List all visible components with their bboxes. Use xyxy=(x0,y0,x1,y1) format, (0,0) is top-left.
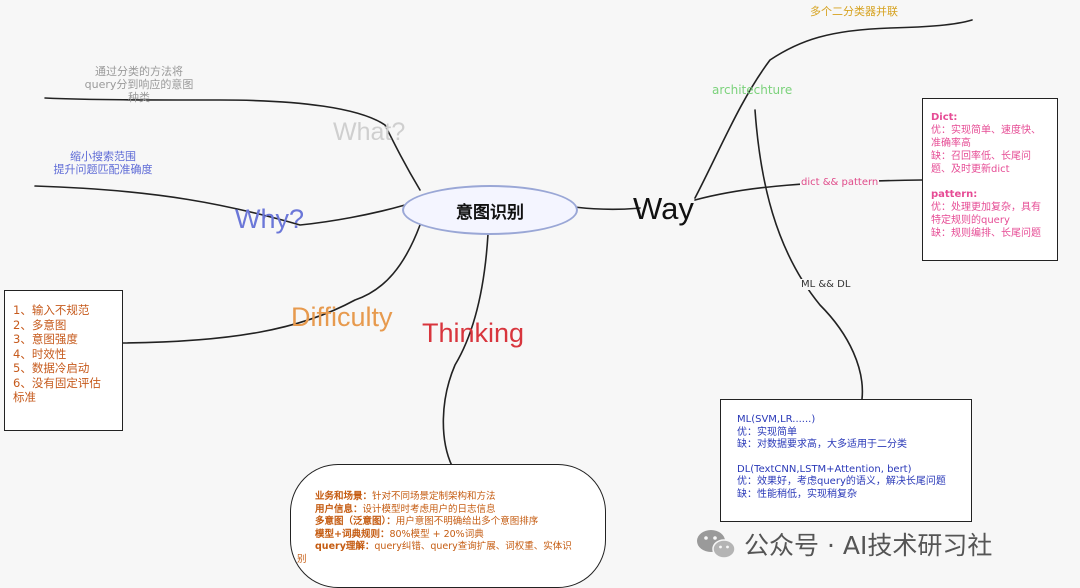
branch-difficulty: Difficulty xyxy=(291,302,393,332)
thinking-item: query理解：query纠错、query查询扩展、词权重、实体识 xyxy=(315,541,595,554)
ml-line: ML(SVM,LR......) xyxy=(737,414,816,425)
thinking-item-value: query纠错、query查询扩展、词权重、实体识 xyxy=(374,541,572,552)
thinking-item-value: 针对不同场景定制架构和方法 xyxy=(372,491,496,502)
what-note-line: query分到响应的意图 xyxy=(84,78,194,91)
line-thinking xyxy=(442,233,489,467)
why-note: 缩小搜索范围 提升问题匹配准确度 xyxy=(38,150,168,176)
thinking-item: 业务和场景：针对不同场景定制架构和方法 xyxy=(315,491,595,504)
what-note-line: 通过分类的方法将 xyxy=(95,65,183,78)
dict-pattern-box: Dict: 优：实现简单、速度快、 准确率高 缺：召回率低、长尾问 题、及时更新… xyxy=(922,98,1058,261)
difficulty-item: 1、输入不规范 xyxy=(13,303,90,317)
branch-thinking: Thinking xyxy=(422,318,525,348)
dict-line: 优：实现简单、速度快、 xyxy=(931,125,1041,136)
ml-line: 缺：对数据要求高，大多适用于二分类 xyxy=(737,439,907,450)
thinking-item-value: 用户意图不明确给出多个意图排序 xyxy=(395,516,539,527)
dl-line: 缺：性能稍低，实现稍复杂 xyxy=(737,488,857,500)
thinking-item: 别 xyxy=(297,554,595,567)
pattern-line: 特定规则的query xyxy=(931,215,1010,226)
difficulty-item: 标准 xyxy=(13,390,36,404)
central-topic-label: 意图识别 xyxy=(456,202,524,223)
line-ml xyxy=(754,109,864,400)
why-note-line: 提升问题匹配准确度 xyxy=(53,163,153,176)
difficulty-item: 5、数据冷启动 xyxy=(13,361,90,375)
wechat-icon xyxy=(694,526,740,562)
architecture-label: architechture xyxy=(712,83,793,97)
pattern-line: 优：处理更加复杂，具有 xyxy=(931,202,1041,213)
central-topic-node: 意图识别 xyxy=(402,185,578,235)
difficulty-item: 2、多意图 xyxy=(13,317,67,332)
what-note: 通过分类的方法将 query分到响应的意图 种类 xyxy=(74,65,204,104)
thinking-item-key: 多意图（泛意图）： xyxy=(315,516,396,527)
line-difficulty xyxy=(122,224,421,344)
ml-line: 优：实现简单 xyxy=(737,426,797,438)
line-way xyxy=(573,206,641,211)
watermark-text: 公众号 · AI技术研习社 xyxy=(744,531,993,560)
what-note-line: 种类 xyxy=(128,91,150,104)
branch-what: What? xyxy=(333,118,406,146)
dict-line: 题、及时更新dict xyxy=(931,164,1010,175)
difficulty-item: 6、没有固定评估 xyxy=(13,375,101,390)
thinking-item: 多意图（泛意图）：用户意图不明确给出多个意图排序 xyxy=(315,516,595,529)
thinking-item-value: 80%模型 + 20%词典 xyxy=(389,528,484,540)
dict-heading: Dict: xyxy=(931,112,958,123)
pattern-line: 缺：规则编排、长尾问题 xyxy=(931,228,1041,239)
way-title-note: 多个二分类器并联 xyxy=(810,5,898,18)
dl-line: 优：效果好，考虑query的语义，解决长尾问题 xyxy=(737,476,946,487)
thinking-item-key: 用户信息： xyxy=(315,503,363,515)
dl-line: DL(TextCNN,LSTM+Attention, bert) xyxy=(737,463,912,475)
line-what xyxy=(44,97,421,191)
thinking-box: 业务和场景：针对不同场景定制架构和方法 用户信息：设计模型时考虑用户的日志信息 … xyxy=(290,464,606,588)
thinking-item-key: query理解： xyxy=(315,541,375,552)
branch-why: Why? xyxy=(235,204,305,234)
dict-line: 缺：召回率低、长尾问 xyxy=(931,151,1031,162)
pattern-heading: pattern: xyxy=(931,189,978,200)
dict-pattern-label: dict && pattern xyxy=(800,177,880,188)
why-note-line: 缩小搜索范围 xyxy=(70,150,136,163)
thinking-item-key: 模型+词典规则： xyxy=(315,528,390,540)
thinking-item-key: 业务和场景： xyxy=(315,491,373,502)
ml-dl-label: ML && DL xyxy=(800,279,852,290)
line-why xyxy=(34,185,406,226)
branch-way: Way xyxy=(633,191,694,226)
thinking-item: 用户信息：设计模型时考虑用户的日志信息 xyxy=(315,504,595,517)
thinking-item-value: 设计模型时考虑用户的日志信息 xyxy=(362,503,496,515)
dict-line: 准确率高 xyxy=(931,138,971,149)
difficulty-item: 3、意图强度 xyxy=(13,332,78,346)
thinking-item: 模型+词典规则：80%模型 + 20%词典 xyxy=(315,529,595,542)
line-architecture xyxy=(694,19,973,199)
difficulty-item: 4、时效性 xyxy=(13,346,67,361)
thinking-item-value: 别 xyxy=(297,553,307,565)
watermark: 公众号 · AI技术研习社 xyxy=(694,526,992,562)
ml-dl-box: ML(SVM,LR......) 优：实现简单 缺：对数据要求高，大多适用于二分… xyxy=(720,399,972,522)
difficulty-box: 1、输入不规范 2、多意图 3、意图强度 4、时效性 5、数据冷启动 6、没有固… xyxy=(4,290,123,431)
